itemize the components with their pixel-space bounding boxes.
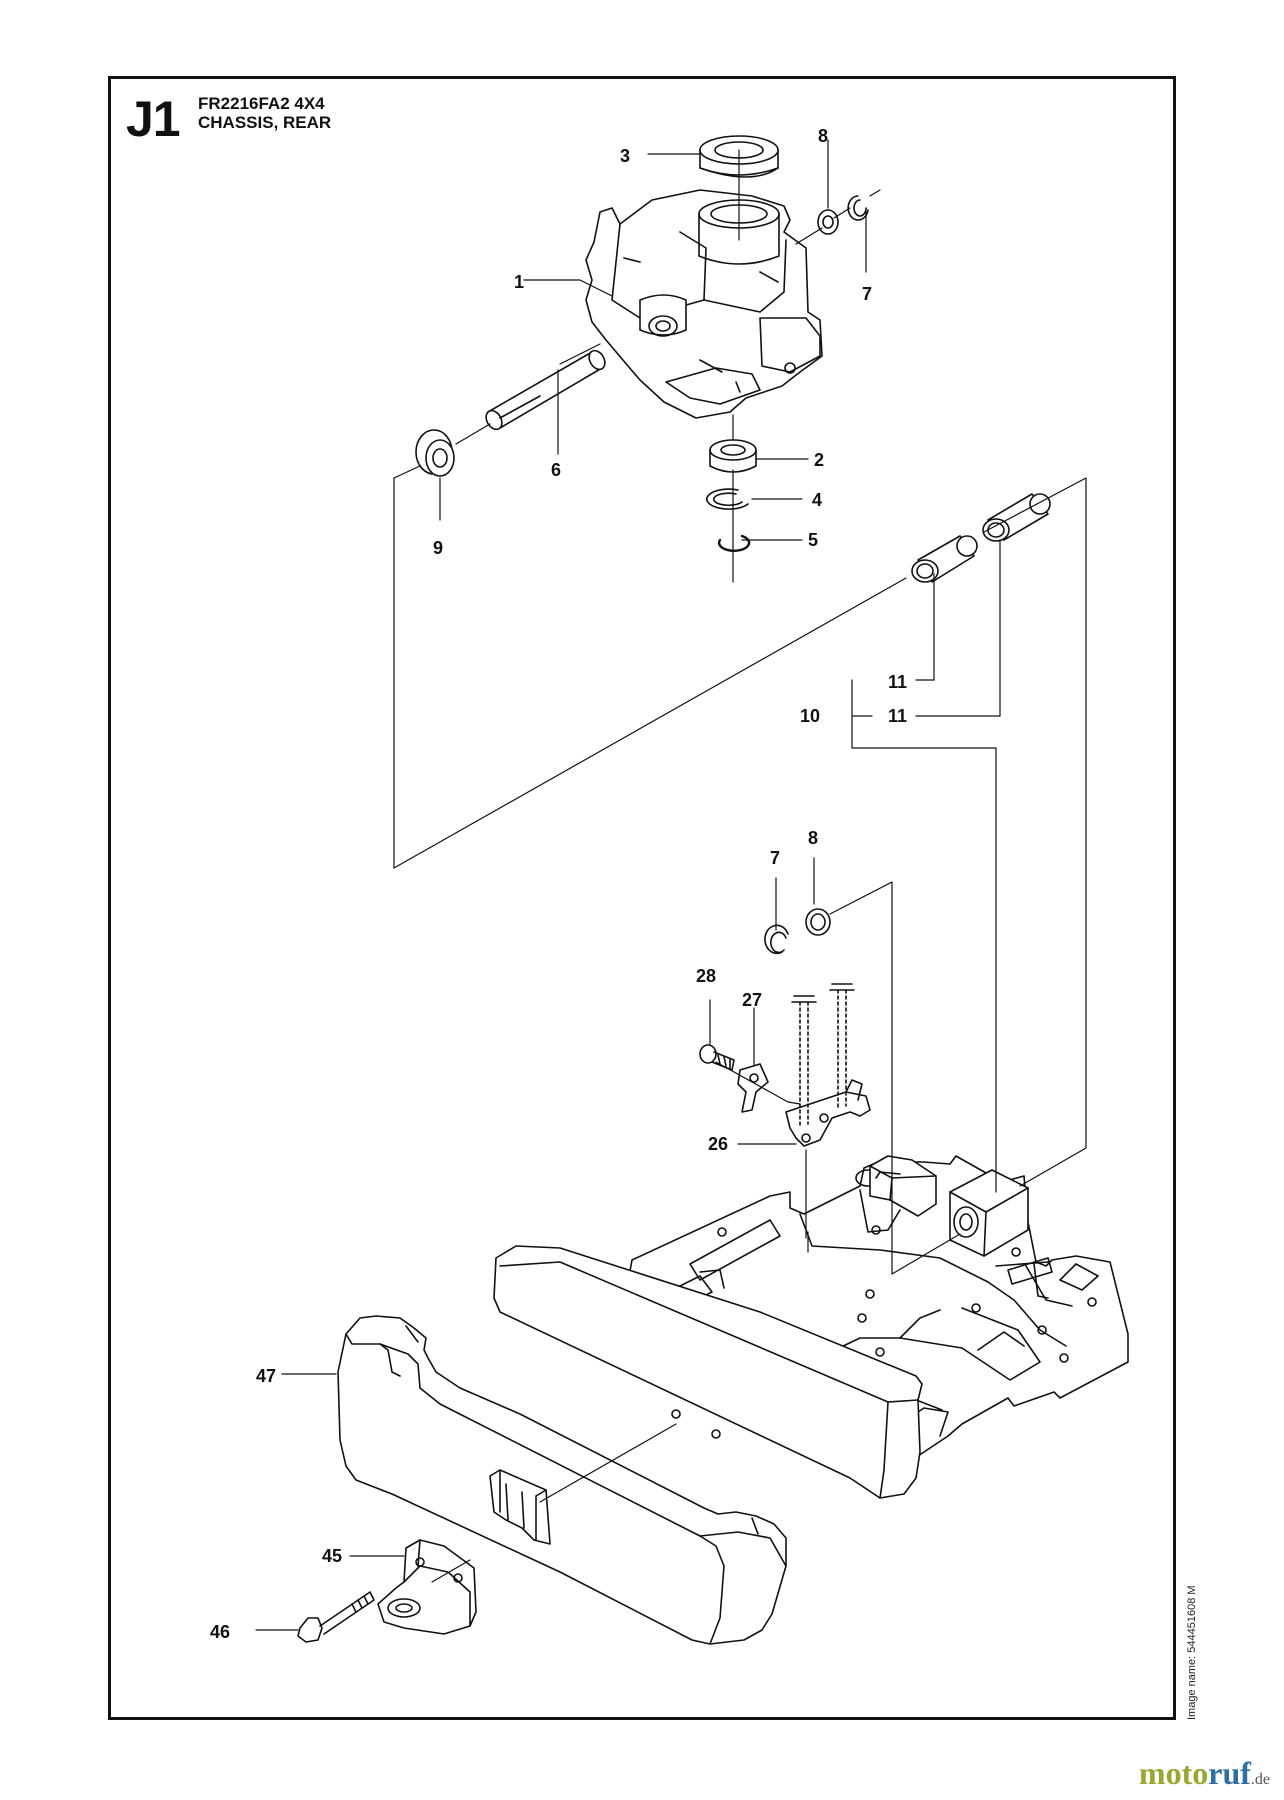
part-3-bearing <box>699 135 779 178</box>
callout-47: 47 <box>256 1366 276 1386</box>
watermark-part2: ruf <box>1208 1755 1251 1791</box>
part-26-bracket <box>785 1079 871 1147</box>
callout-1: 1 <box>514 272 524 292</box>
part-11-sleeve-b <box>982 493 1051 542</box>
callout-26: 26 <box>708 1134 728 1154</box>
watermark-part1: moto <box>1138 1755 1209 1791</box>
drawing-frame <box>108 76 1176 1720</box>
section-code: J1 <box>126 91 181 147</box>
section-title: CHASSIS, REAR <box>198 113 332 132</box>
part-47-bumper <box>337 1315 787 1645</box>
part-27-clamp <box>737 1063 769 1113</box>
callout-labels: 3 8 1 7 6 2 9 4 5 11 10 11 8 7 28 27 26 … <box>210 126 907 1642</box>
part-7-circlip-mid <box>764 924 789 955</box>
callout-5: 5 <box>808 530 818 550</box>
part-4-circlip <box>706 488 749 510</box>
fastener-bolts-vertical <box>799 989 847 1127</box>
callout-28: 28 <box>696 966 716 986</box>
watermark-suffix: .de <box>1250 1771 1270 1788</box>
part-11-sleeve-a <box>911 535 978 583</box>
part-8-washer-mid <box>805 908 831 936</box>
callout-10: 10 <box>800 706 820 726</box>
callout-11-b: 11 <box>888 706 907 726</box>
assembly-lines <box>255 139 1087 1631</box>
callout-11-a: 11 <box>888 672 907 692</box>
callout-4: 4 <box>812 490 822 510</box>
fastener-heads <box>791 983 855 1003</box>
part-6-pin <box>485 349 606 431</box>
model-title: FR2216FA2 4X4 <box>198 94 325 113</box>
watermark-logo: motoruf.de <box>1139 1755 1270 1792</box>
part-7-circlip-top <box>847 195 869 221</box>
part-45-hitch-bracket <box>377 1539 477 1635</box>
part-1-housing <box>585 189 823 419</box>
part-28-bolt <box>699 1044 735 1071</box>
callout-7-mid: 7 <box>770 848 780 868</box>
callout-2: 2 <box>814 450 824 470</box>
callout-9: 9 <box>433 538 443 558</box>
chassis-rear-beam <box>493 1245 923 1499</box>
callout-45: 45 <box>322 1546 342 1566</box>
callout-46: 46 <box>210 1622 230 1642</box>
part-8-washer-top <box>817 209 839 235</box>
part-5-circlip <box>717 534 751 552</box>
part-9-bushing <box>415 429 455 477</box>
part-2-bearing <box>709 439 757 473</box>
callout-6: 6 <box>551 460 561 480</box>
callout-8-top: 8 <box>818 126 828 146</box>
callout-8-mid: 8 <box>808 828 818 848</box>
image-name-label: Image name: 544451608 M <box>1186 1585 1198 1720</box>
callout-27: 27 <box>742 990 762 1010</box>
callout-7-top: 7 <box>862 284 872 304</box>
part-46-bolt <box>297 1591 375 1643</box>
callout-3: 3 <box>620 146 630 166</box>
